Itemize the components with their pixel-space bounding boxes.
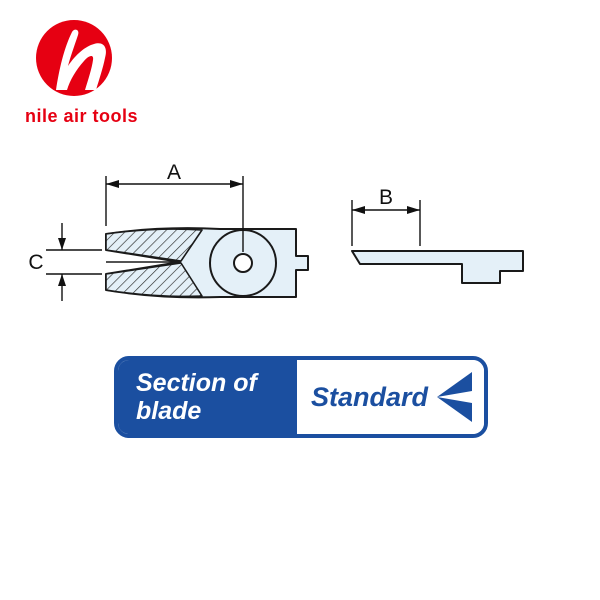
dimension-c-label: C [28,251,43,274]
dimension-a [105,176,244,252]
blade-section-banner: Section of blade Standard [114,356,488,438]
dimension-b-label: B [379,186,393,209]
dimension-c [46,223,102,301]
banner-title: Section of blade [118,360,297,434]
blade-profile-view [351,250,524,284]
brand-logo-icon: nile air tools [25,20,138,126]
brand-logo: nile air tools [22,10,152,128]
profile-shape [351,250,524,284]
banner-title-line1: Section of [136,369,257,397]
dimension-b [351,200,421,246]
banner-title-line2: blade [136,397,202,425]
blade-diagram: A C B [28,161,524,301]
logo-n-swoosh [56,29,106,91]
brand-name: nile air tools [25,106,138,126]
lower-blade-hatch [105,262,203,298]
banner-value: Standard [310,381,428,412]
standard-arrow-icon [437,372,472,422]
blade-side-view [105,227,309,299]
dimension-a-label: A [167,161,181,184]
upper-blade-hatch [105,228,203,262]
pivot-hole [233,253,253,273]
banner-value-area: Standard [296,360,484,434]
